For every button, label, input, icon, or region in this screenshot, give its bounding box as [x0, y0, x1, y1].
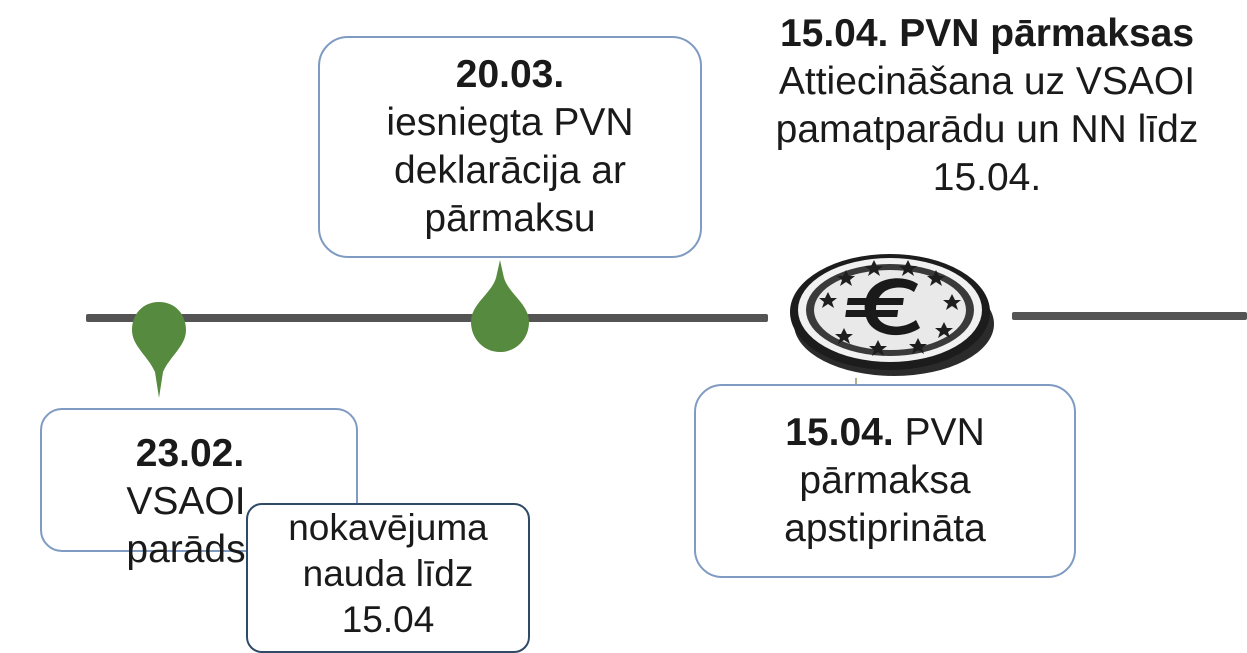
event-text-march-3: pārmaksu: [424, 197, 596, 240]
euro-coin-icon: [790, 254, 994, 376]
event-date-march: 20.03.: [455, 53, 565, 96]
event-text-approved-3: apstiprināta: [784, 507, 986, 550]
event-text-penalty-3: 15.04: [341, 599, 435, 640]
event-box-march: 20.03. iesniegta PVN deklarācija ar pārm…: [318, 36, 702, 258]
event-note-line-3: 15.04.: [932, 156, 1042, 199]
timeline-pin-feb: [132, 302, 186, 398]
event-date-feb: 23.02.: [135, 432, 245, 475]
event-note-line-2: pamatparādu un NN līdz: [775, 108, 1199, 151]
event-box-penalty: nokavējuma nauda līdz 15.04: [246, 503, 530, 653]
event-text-feb-label: VSAOI parāds: [126, 480, 246, 571]
event-text-approved-1: 15.04. PVN: [785, 409, 984, 457]
timeline-pin-march: [471, 260, 529, 352]
event-text-approved-1-rest: PVN: [893, 411, 985, 454]
event-text-march-2: deklarācija ar: [394, 149, 626, 192]
event-note-line-1: Attiecināšana uz VSAOI: [778, 60, 1196, 103]
event-text-penalty-1: nokavējuma: [288, 507, 488, 548]
event-text-march-1: iesniegta PVN: [386, 101, 634, 144]
event-note-top: 15.04. PVN pārmaksas Attiecināšana uz VS…: [730, 10, 1244, 202]
event-text-approved-2: pārmaksa: [799, 459, 971, 502]
coin-connector: [855, 378, 857, 386]
event-date-approved: 15.04.: [785, 411, 894, 454]
event-box-approved: 15.04. PVN pārmaksa apstiprināta: [694, 384, 1076, 578]
event-text-penalty-2: nauda līdz: [302, 553, 474, 594]
event-note-title: 15.04. PVN pārmaksas: [779, 12, 1195, 55]
timeline-line-left: [86, 314, 768, 322]
timeline-line-right: [1012, 312, 1247, 320]
event-text-feb: 23.02. VSAOI parāds: [42, 430, 356, 574]
